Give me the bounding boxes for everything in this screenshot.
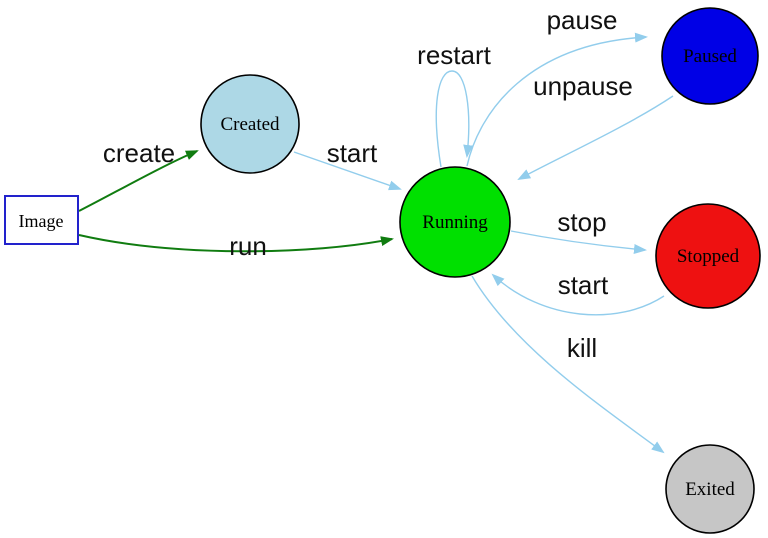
edge-restart-self-loop [435, 70, 474, 168]
node-running: Running [399, 166, 511, 278]
edge-label-create: create [103, 138, 175, 168]
edge-create [78, 150, 199, 212]
exited-node-circle [665, 444, 755, 534]
node-stopped: Stopped [655, 203, 761, 309]
edge-label-stop: stop [557, 207, 606, 237]
node-image: Image [4, 195, 79, 245]
created-node-label: Created [220, 114, 280, 135]
node-paused: Paused [661, 7, 759, 105]
running-node-label: Running [422, 212, 488, 233]
node-created: Created [200, 74, 300, 174]
edge-label-restart: restart [417, 40, 491, 70]
node-exited: Exited [665, 444, 755, 534]
created-node-circle [200, 74, 300, 174]
edge-label-pause: pause [547, 5, 618, 35]
edge-label-kill: kill [567, 333, 597, 363]
stopped-node-circle [655, 203, 761, 309]
paused-node-label: Paused [683, 46, 737, 67]
image-node-label: Image [19, 211, 64, 231]
edge-start-from-created [293, 151, 402, 191]
edge-unpause [517, 95, 674, 180]
stopped-node-label: Stopped [677, 246, 740, 267]
image-node-box [4, 195, 79, 245]
edge-start-from-stopped [491, 273, 665, 316]
paused-node-circle [661, 7, 759, 105]
running-node-circle [399, 166, 511, 278]
edge-label-start-from-stopped: start [558, 270, 609, 300]
edge-label-run: run [229, 231, 267, 261]
edge-label-unpause: unpause [533, 71, 633, 101]
edge-stop [510, 230, 647, 254]
edge-label-start-from-created: start [327, 138, 378, 168]
edge-kill [471, 275, 665, 454]
exited-node-label: Exited [685, 479, 735, 500]
edge-pause [466, 32, 648, 167]
edge-run [78, 234, 394, 253]
